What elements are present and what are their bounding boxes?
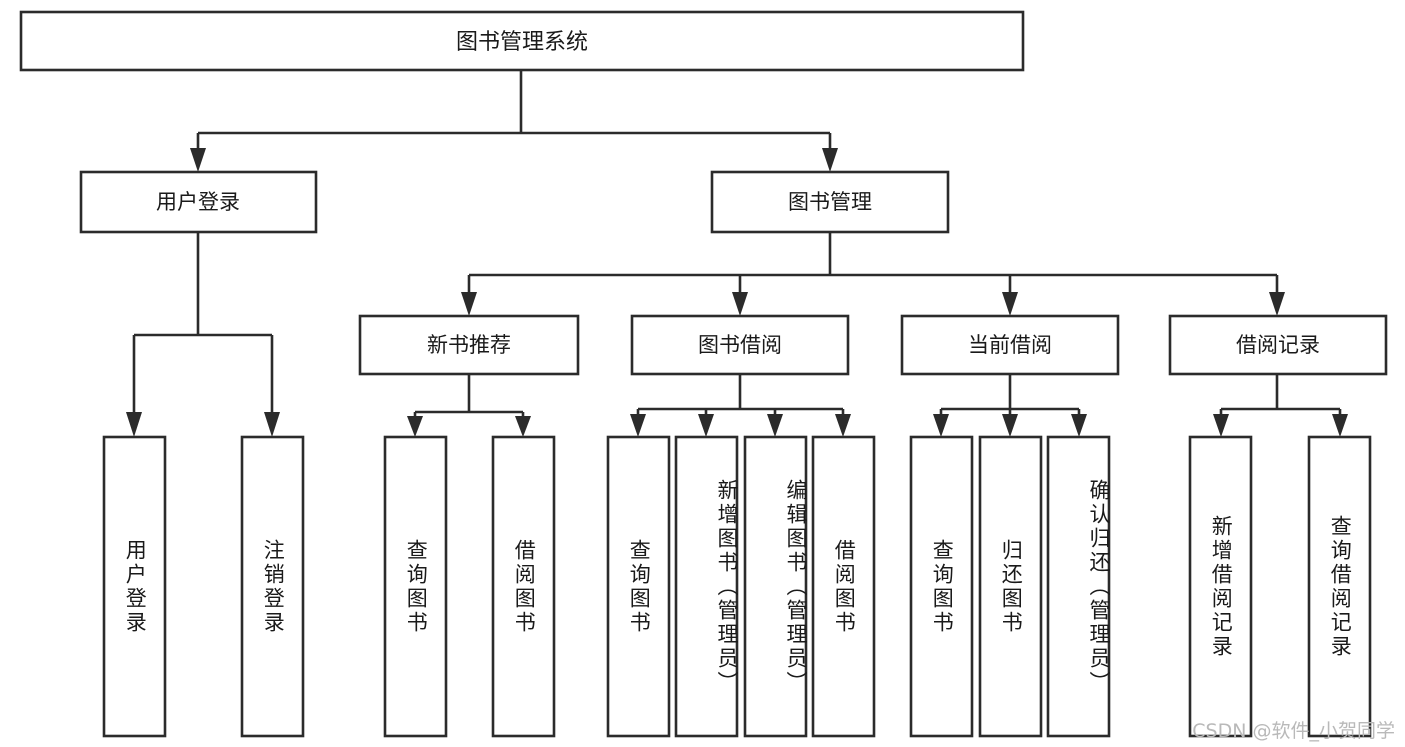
arrow-head-newbook-leaf-2 (515, 416, 531, 437)
leaf-box-new-book-2[interactable] (491, 435, 556, 738)
arrow-head-new-book (461, 292, 477, 316)
leaf-box-book-borrow-2[interactable] (674, 435, 739, 738)
arrow-head-bookmgmt (822, 148, 838, 172)
leaf-box-current-borrow-2[interactable] (978, 435, 1043, 738)
node-user-login-label: 用户登录 (156, 190, 240, 214)
leaf-box-user-login-2[interactable] (240, 435, 305, 738)
node-root-label: 图书管理系统 (456, 30, 588, 55)
node-new-book-recommend-label: 新书推荐 (427, 333, 511, 357)
node-layer: 图书管理系统 用户登录 图书管理 新书推荐 图书借阅 当前借阅 借阅记录 (19, 10, 1388, 738)
leaf-box-borrow-record-1[interactable] (1188, 435, 1253, 738)
node-current-borrow-box[interactable] (900, 314, 1120, 376)
arrow-head-current-borrow (1002, 292, 1018, 316)
arrow-head-bookborrow-leaf-2 (698, 414, 714, 437)
arrow-head-login (190, 148, 206, 172)
node-new-book-recommend-box[interactable] (358, 314, 580, 376)
connector-layer (126, 70, 1348, 437)
arrow-head-currentborrow-leaf-2 (1002, 414, 1018, 437)
arrow-head-bookborrow-leaf-3 (767, 414, 783, 437)
leaf-box-current-borrow-3[interactable] (1046, 435, 1111, 738)
arrow-head-borrowrecord-leaf-1 (1213, 414, 1229, 437)
node-root-box[interactable] (19, 10, 1025, 72)
leaf-box-user-login-1[interactable] (102, 435, 167, 738)
leaf-box-book-borrow-4[interactable] (811, 435, 876, 738)
arrow-head-login-leaf-2 (264, 412, 280, 437)
node-borrow-record-box[interactable] (1168, 314, 1388, 376)
leaf-box-current-borrow-1[interactable] (909, 435, 974, 738)
arrow-head-book-borrow (732, 292, 748, 316)
csdn-watermark: CSDN @软件_小贺同学 (1192, 720, 1395, 742)
node-current-borrow-label: 当前借阅 (968, 333, 1052, 357)
arrow-head-currentborrow-leaf-3 (1071, 414, 1087, 437)
node-book-management-label: 图书管理 (788, 190, 872, 214)
leaf-box-book-borrow-3[interactable] (743, 435, 808, 738)
leaf-box-borrow-record-2[interactable] (1307, 435, 1372, 738)
arrow-head-borrowrecord-leaf-2 (1332, 414, 1348, 437)
node-book-borrow-box[interactable] (630, 314, 850, 376)
leaf-box-book-borrow-1[interactable] (606, 435, 671, 738)
arrow-head-borrow-record (1269, 292, 1285, 316)
arrow-head-currentborrow-leaf-1 (933, 414, 949, 437)
node-book-management-box[interactable] (710, 170, 950, 234)
arrow-head-bookborrow-leaf-1 (630, 414, 646, 437)
leaf-box-new-book-1[interactable] (383, 435, 448, 738)
arrow-head-newbook-leaf-1 (407, 416, 423, 437)
node-user-login-box[interactable] (79, 170, 318, 234)
arrow-head-login-leaf-1 (126, 412, 142, 437)
arrow-head-bookborrow-leaf-4 (835, 414, 851, 437)
node-borrow-record-label: 借阅记录 (1236, 333, 1320, 357)
node-book-borrow-label: 图书借阅 (698, 333, 782, 357)
